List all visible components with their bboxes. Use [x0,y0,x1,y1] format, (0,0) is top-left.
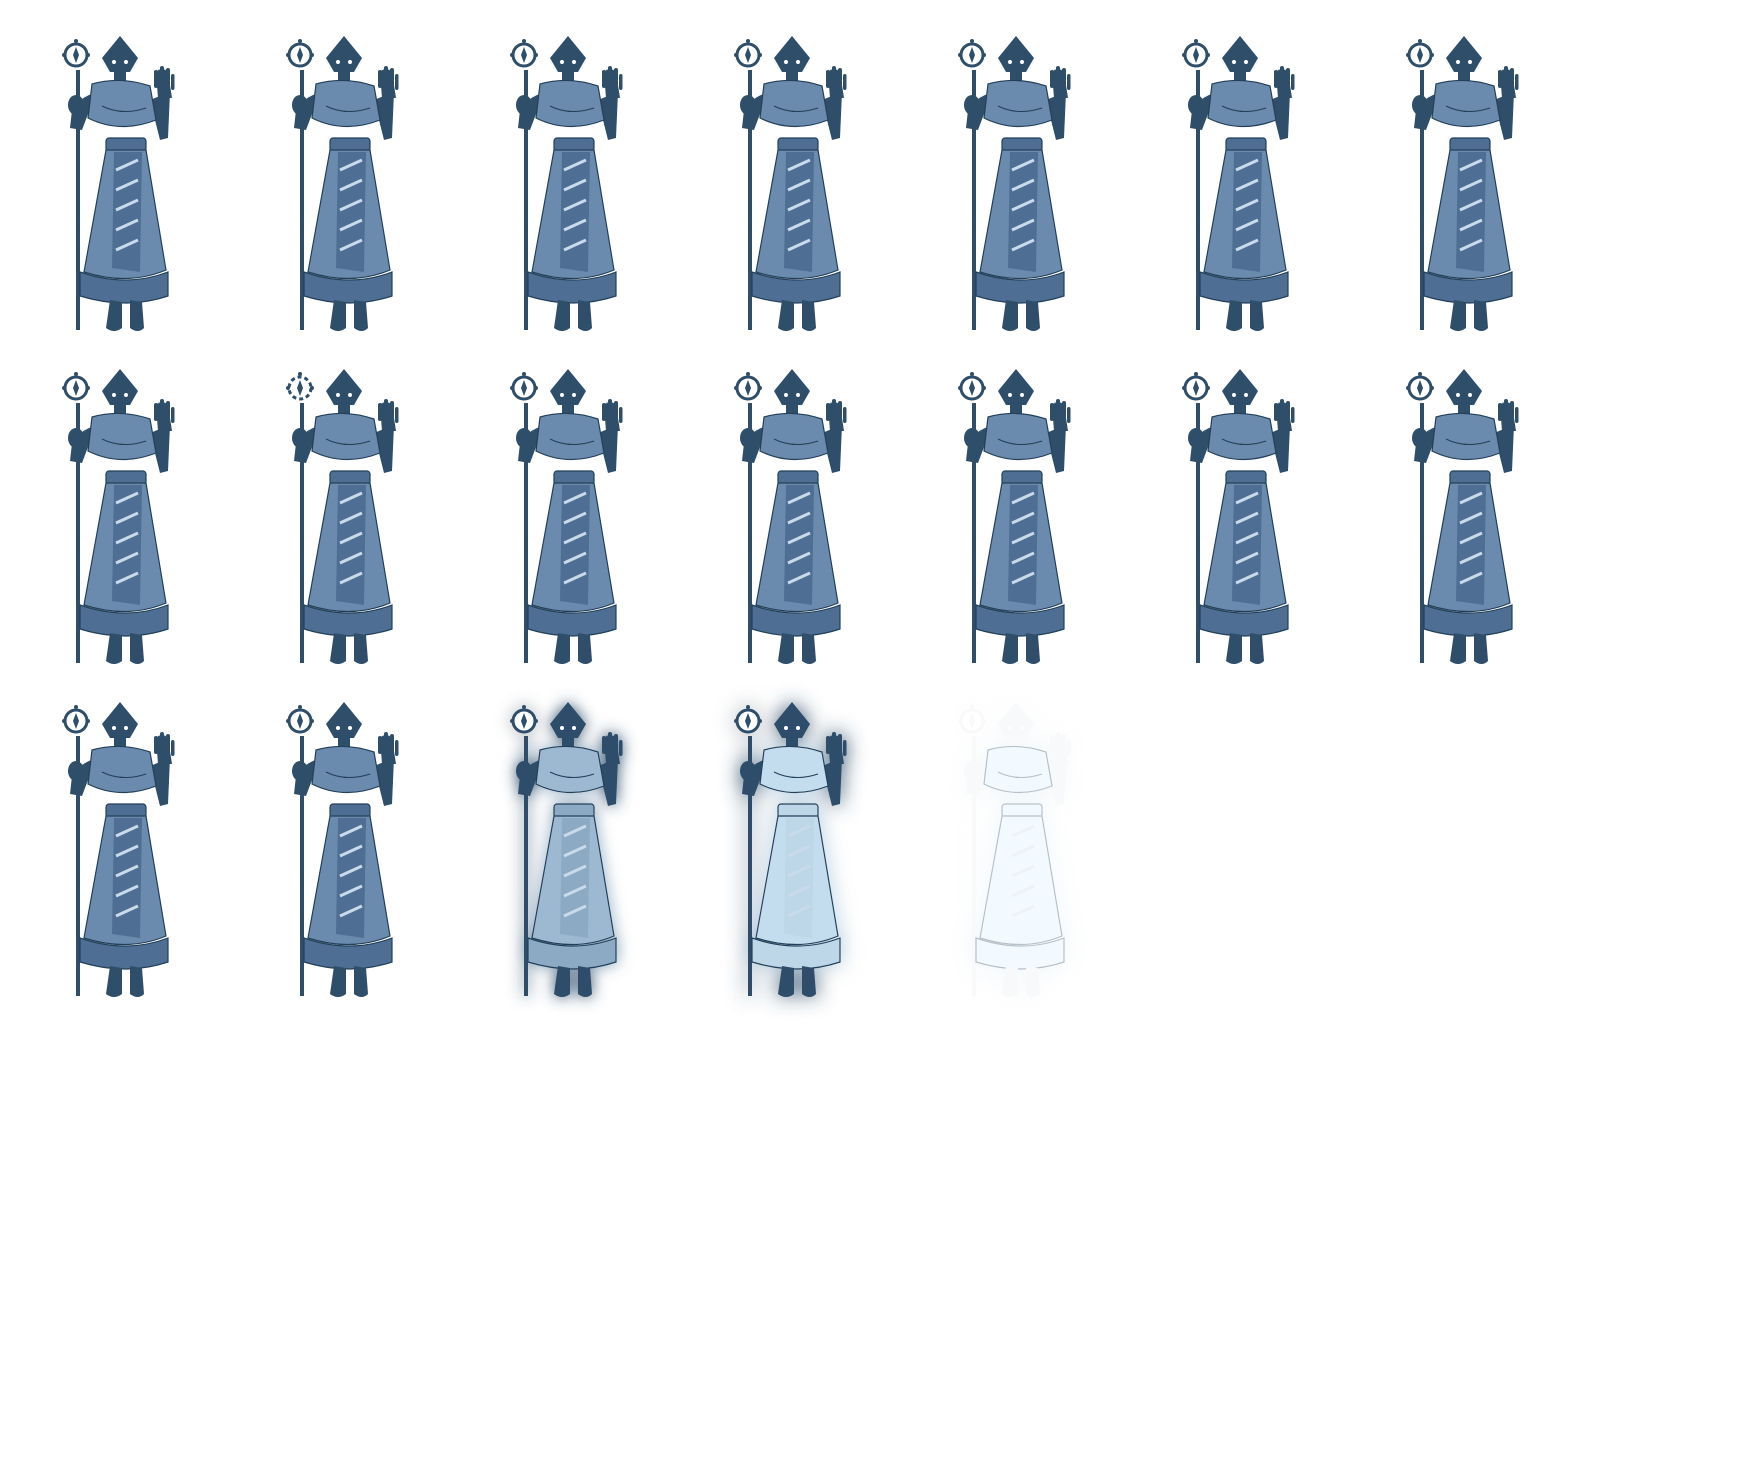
raised-hand-icon [598,732,623,806]
character-sprite [286,369,399,664]
diamond-head-icon [1446,369,1482,415]
sprite-frame-12 [906,343,1156,713]
raised-hand-icon [374,732,399,806]
diamond-head-icon [774,702,810,748]
sprite-frame-5 [906,10,1156,380]
raised-hand-icon [1046,66,1071,140]
diamond-head-icon [998,369,1034,415]
raised-hand-icon [822,399,847,473]
raised-hand-icon [598,66,623,140]
character-sprite [1406,36,1519,331]
sprite-frame-11 [682,343,932,713]
diamond-head-icon [998,702,1034,748]
raised-hand-icon [150,732,175,806]
sprite-frame-2 [234,10,484,380]
character-sprite [958,702,1071,997]
sprite-frame-14 [1354,343,1604,713]
sprite-frame-18 [682,676,932,1046]
sprite-frame-7 [1354,10,1604,380]
raised-hand-icon [374,399,399,473]
raised-hand-icon [1494,399,1519,473]
sprite-frame-13 [1130,343,1380,713]
diamond-head-icon [774,36,810,82]
diamond-head-icon [1222,36,1258,82]
diamond-head-icon [326,369,362,415]
sprite-frame-19 [906,676,1156,1046]
diamond-head-icon [998,36,1034,82]
diamond-head-icon [1222,369,1258,415]
raised-hand-icon [822,732,847,806]
character-sprite [734,702,847,997]
sprite-frame-15 [10,676,260,1046]
character-sprite [734,36,847,331]
character-sprite [62,369,175,664]
sprite-frame-1 [10,10,260,380]
character-sprite [1406,369,1519,664]
raised-hand-icon [598,399,623,473]
raised-hand-icon [1270,66,1295,140]
diamond-head-icon [326,702,362,748]
character-sprite [510,36,623,331]
sprite-frame-9 [234,343,484,713]
sprite-frame-17 [458,676,708,1046]
character-sprite [510,369,623,664]
character-sprite [510,702,623,997]
sprite-frame-3 [458,10,708,380]
raised-hand-icon [822,66,847,140]
diamond-head-icon [550,702,586,748]
character-sprite [1182,36,1295,331]
raised-hand-icon [150,66,175,140]
diamond-head-icon [550,36,586,82]
raised-hand-icon [1046,732,1071,806]
character-sprite [62,36,175,331]
character-sprite [62,702,175,997]
sprite-frame-16 [234,676,484,1046]
diamond-head-icon [102,369,138,415]
sprite-frame-10 [458,343,708,713]
sprite-frame-8 [10,343,260,713]
character-sprite [286,702,399,997]
diamond-head-icon [1446,36,1482,82]
character-sprite [958,369,1071,664]
raised-hand-icon [150,399,175,473]
raised-hand-icon [1494,66,1519,140]
diamond-head-icon [326,36,362,82]
character-sprite [734,369,847,664]
raised-hand-icon [1270,399,1295,473]
raised-hand-icon [374,66,399,140]
sprite-frame-4 [682,10,932,380]
sprite-frame-6 [1130,10,1380,380]
diamond-head-icon [102,702,138,748]
diamond-head-icon [102,36,138,82]
diamond-head-icon [774,369,810,415]
raised-hand-icon [1046,399,1071,473]
character-sprite [958,36,1071,331]
diamond-head-icon [550,369,586,415]
character-sprite [286,36,399,331]
character-sprite [1182,369,1295,664]
